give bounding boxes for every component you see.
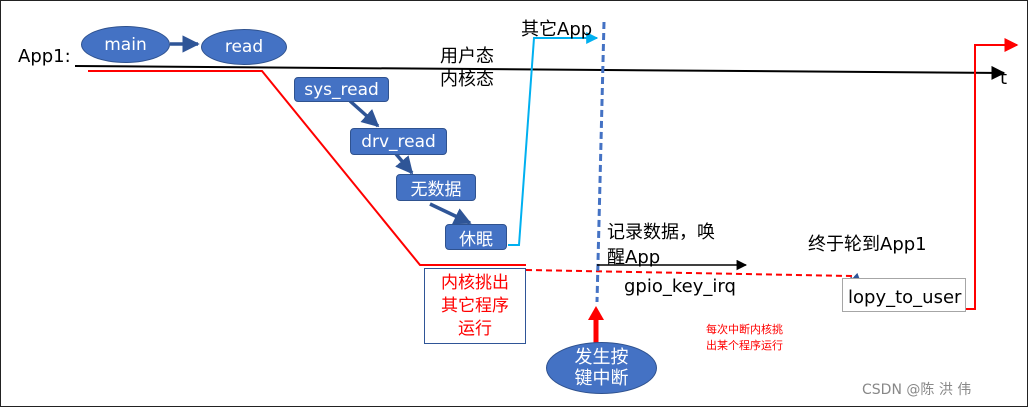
key-interrupt-line1: 发生按 <box>574 347 629 368</box>
user-mode-label: 用户态 <box>440 46 494 67</box>
app1-label: App1: <box>18 46 71 67</box>
drvread-to-nodata-arrow <box>394 152 414 175</box>
key-interrupt-arrowhead <box>588 306 604 320</box>
record-data-label-line1: 记录数据，唤 <box>607 222 715 243</box>
copy-to-user-box <box>842 278 966 312</box>
kernel-picks-box: 内核挑出 其它程序 运行 <box>424 268 526 344</box>
sys-read-node: sys_read <box>294 77 389 102</box>
record-data-label-line2: 醒App <box>607 247 661 268</box>
no-data-node: 无数据 <box>396 174 476 201</box>
sysread-to-drvread-arrow <box>348 99 380 128</box>
kernel-mode-label: 内核态 <box>440 69 494 90</box>
time-axis-label: t <box>1000 68 1008 89</box>
interrupt-dashed-line <box>595 21 606 303</box>
read-node: read <box>201 29 287 65</box>
drv-read-node: drv_read <box>350 128 447 155</box>
each-interrupt-note-line1: 每次中断内核挑 <box>706 323 783 336</box>
each-interrupt-note-line2: 出某个程序运行 <box>706 339 783 352</box>
other-app-path-line <box>508 32 599 246</box>
gpio-key-irq-label: gpio_key_irq <box>624 276 736 297</box>
app1-resume-line <box>964 38 1019 310</box>
nodata-to-sleep-arrow <box>429 202 472 225</box>
finally-app1-label: 终于轮到App1 <box>808 234 927 255</box>
watermark: CSDN @陈 洪 伟 <box>862 382 972 398</box>
copy-to-user-label: lopy_to_user <box>848 287 962 308</box>
key-interrupt-line2: 键中断 <box>574 368 629 389</box>
key-interrupt-node: 发生按 键中断 <box>546 342 657 394</box>
app1-path-line <box>88 70 526 266</box>
other-app-label: 其它App <box>521 19 593 40</box>
main-node: main <box>81 26 170 63</box>
time-axis <box>74 65 1006 80</box>
sleep-node: 休眠 <box>445 224 507 250</box>
app1-wait-dashed-line <box>525 269 853 277</box>
